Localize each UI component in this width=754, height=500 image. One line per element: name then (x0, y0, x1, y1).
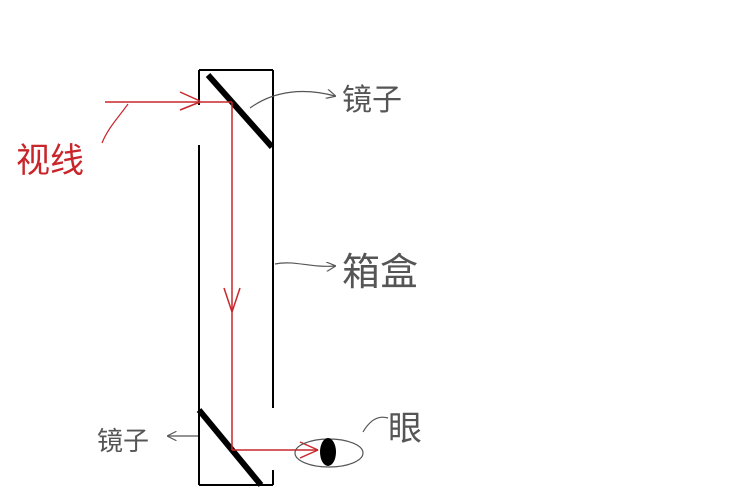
leader-eye (362, 416, 389, 433)
label-box: 箱盒 (342, 250, 418, 294)
label-mirror-bottom: 镜子 (97, 427, 149, 457)
top-mirror (205, 73, 275, 149)
label-line-of-sight: 视线 (16, 141, 84, 181)
leader-mirror-top (249, 92, 335, 109)
eye-icon (294, 438, 364, 468)
label-eye: 眼 (388, 409, 422, 449)
bottom-mirror (196, 408, 264, 487)
label-mirror-top: 镜子 (342, 83, 402, 118)
periscope-box (198, 69, 274, 486)
leader-box (274, 263, 335, 266)
leader-sight (101, 103, 129, 144)
line-of-sight-ray (105, 91, 319, 459)
